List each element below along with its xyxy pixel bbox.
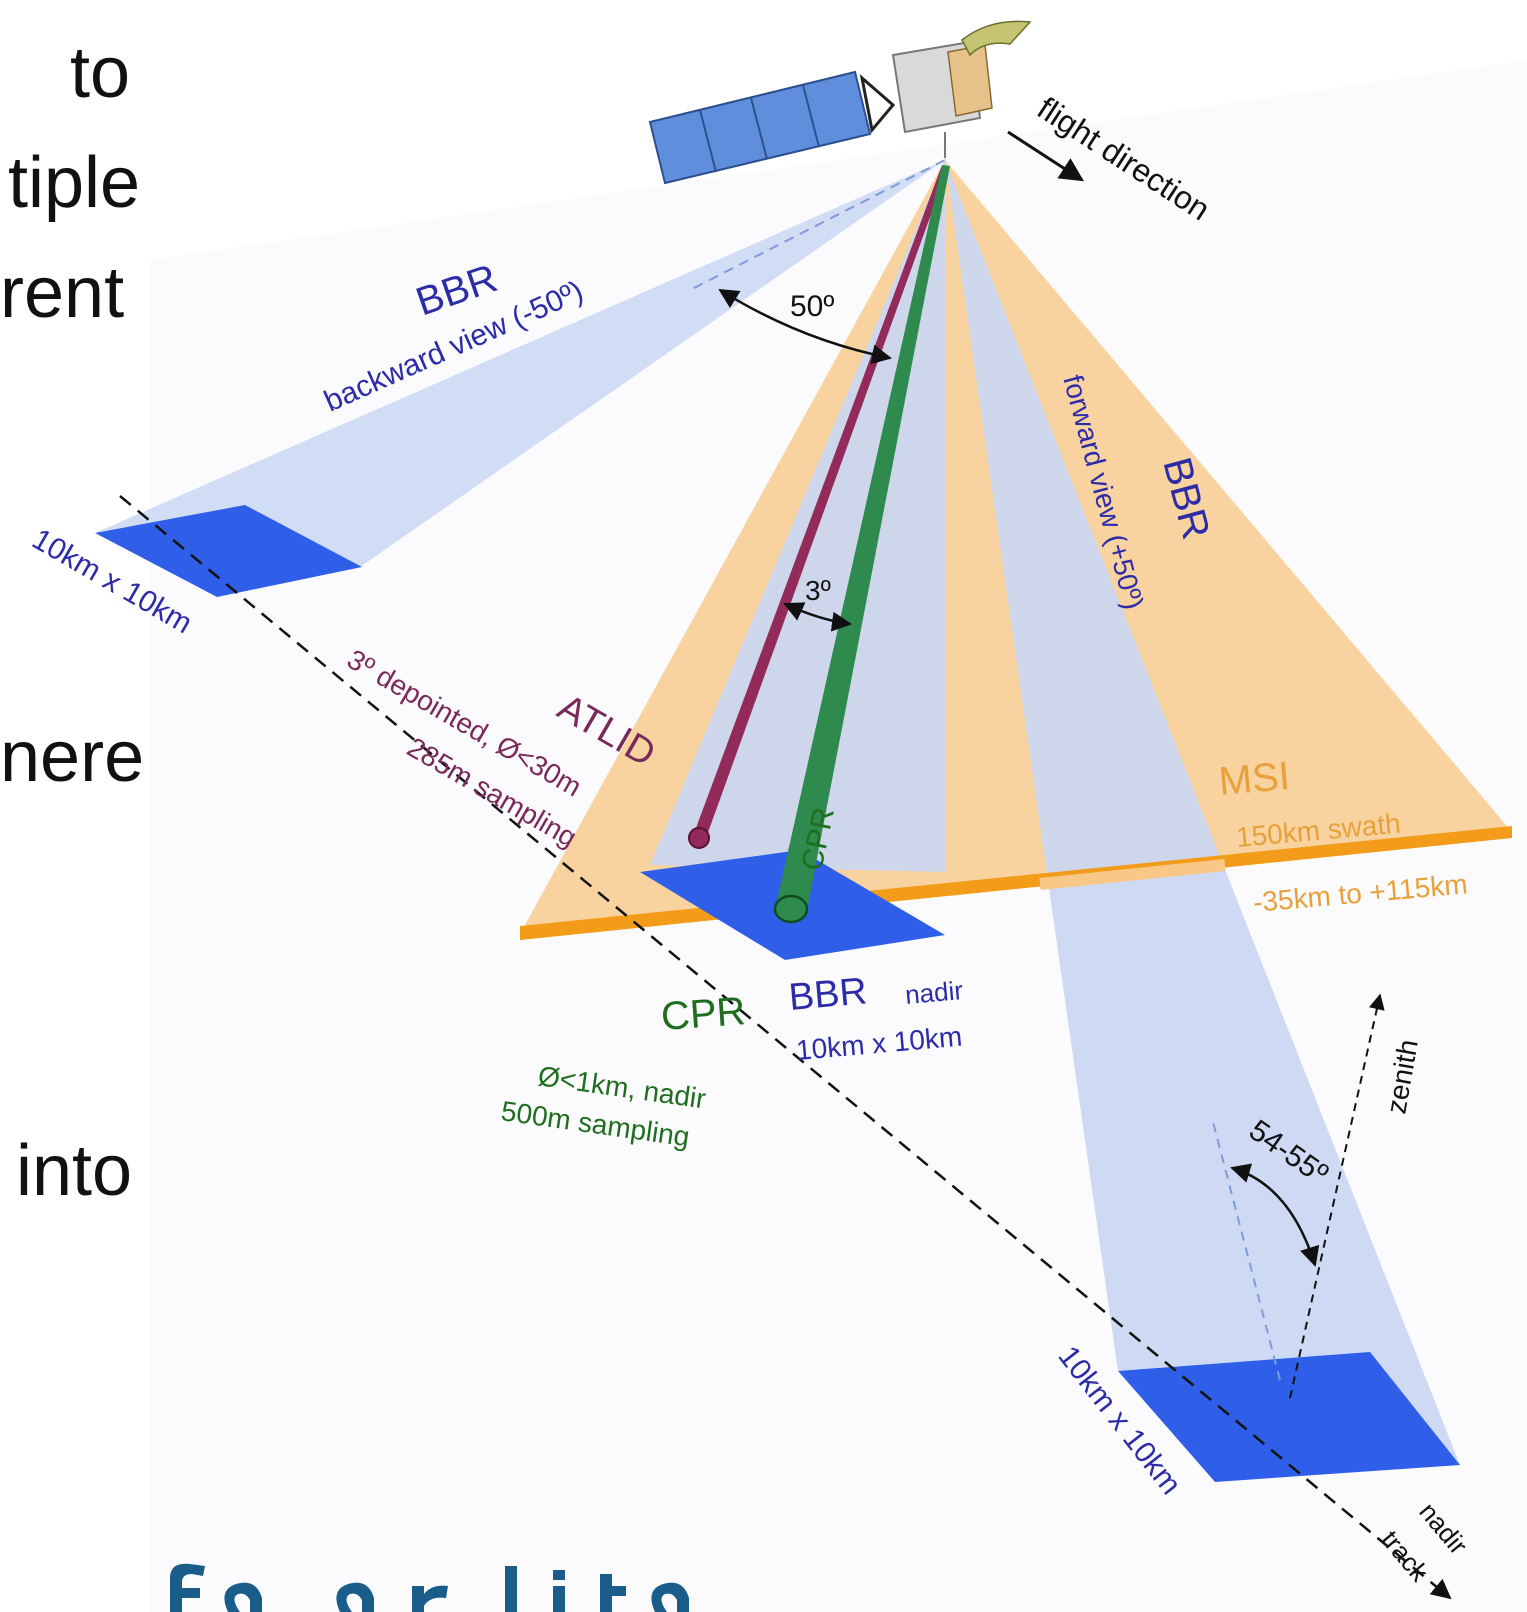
satellite-icon <box>648 20 1032 185</box>
slide-heading-fragment <box>170 1563 689 1612</box>
bbr-backward-axis <box>689 159 946 291</box>
slide-text-fragment: into <box>16 1131 133 1211</box>
cpr-title: CPR <box>660 989 747 1039</box>
sun-angle-arc <box>1230 1163 1320 1267</box>
bbr-backward-beam <box>95 160 945 567</box>
bbr-nadir-word: nadir <box>904 975 965 1010</box>
bbr-backward-footprint <box>95 505 362 597</box>
angle-3-label: 3º <box>805 575 831 606</box>
flight-direction-arrow <box>1007 130 1085 182</box>
angle-50-label: 50º <box>790 290 834 323</box>
bbr-forward-footprint <box>1118 1352 1460 1482</box>
msi-swath-line-gap <box>1039 859 1226 890</box>
atlid-footprint <box>688 827 710 849</box>
slide-text-fragment: rent <box>0 253 125 333</box>
cpr-beam <box>776 165 950 905</box>
bbr-nadir-title: BBR <box>787 970 869 1019</box>
angle-3-arc <box>783 602 852 632</box>
angle-50-arc <box>718 288 892 365</box>
cpr-footprint <box>773 894 809 924</box>
bbr-forward-beam <box>945 160 1460 1465</box>
slide-text-fragment: nere <box>0 717 145 797</box>
slide-text-fragment: to <box>70 33 131 113</box>
msi-title: MSI <box>1217 754 1292 804</box>
slide-text-fragment: tiple <box>8 143 141 223</box>
nadir-track-line <box>119 495 1452 1600</box>
